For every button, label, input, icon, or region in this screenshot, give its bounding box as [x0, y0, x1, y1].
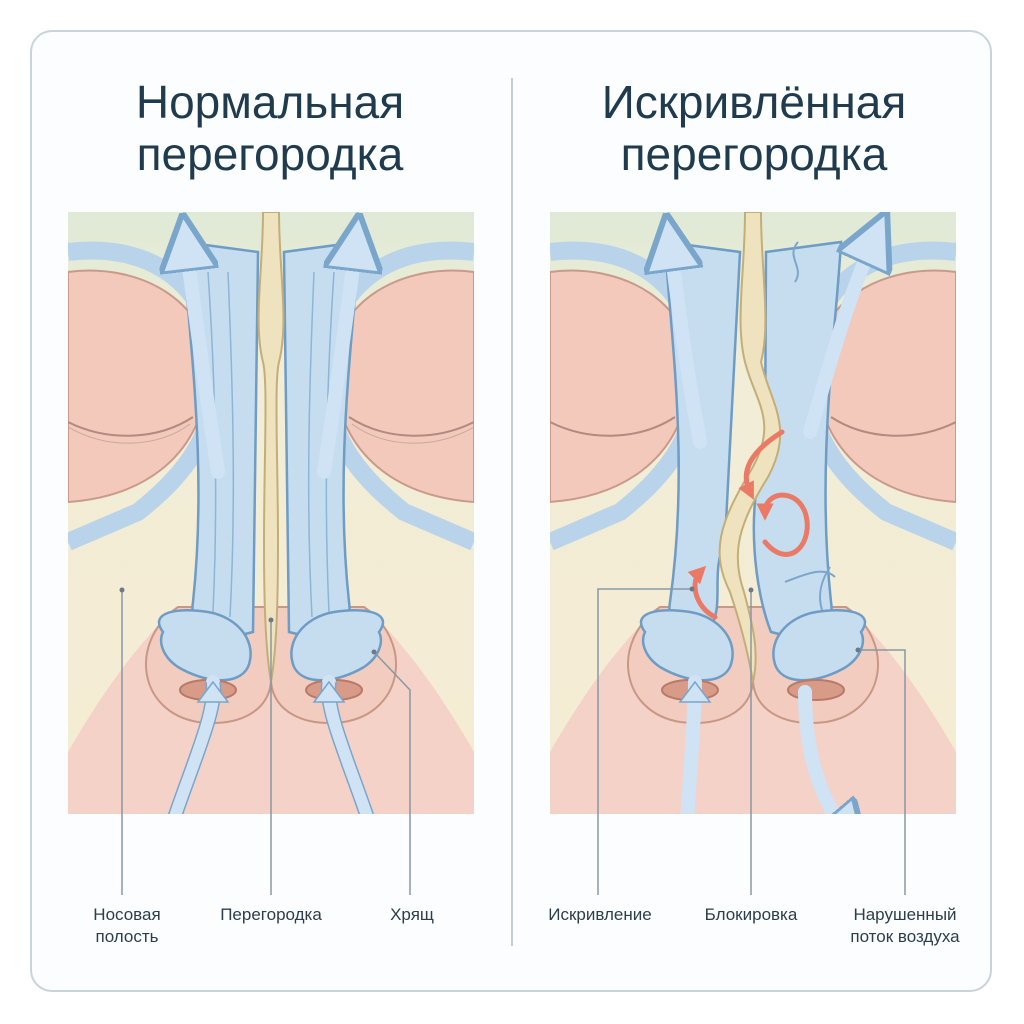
- label-disrupted-airflow-line2: поток воздуха: [850, 927, 960, 946]
- right-alar-cartilage: [290, 608, 385, 682]
- label-nasal-cavity: Носовая полость: [82, 904, 172, 948]
- label-blockage-text: Блокировка: [704, 905, 798, 924]
- inflow-arrowhead-right: [312, 680, 346, 703]
- normal-title-line1: Нормальная: [135, 76, 405, 128]
- small-flow-swirls: [784, 241, 836, 611]
- panel-divider: [511, 78, 513, 946]
- label-disrupted-airflow-line1: Нарушенный: [853, 905, 957, 924]
- label-cartilage: Хрящ: [380, 904, 444, 926]
- label-nasal-cavity-line1: Носовая: [93, 905, 161, 924]
- deviated-nose-illustration: [550, 212, 956, 814]
- right-alar-cartilage: [772, 608, 867, 682]
- label-septum-text: Перегородка: [220, 905, 322, 924]
- turbulence-swirls: [687, 429, 810, 620]
- right-eye-area: [332, 269, 474, 504]
- label-deviation-text: Искривление: [548, 905, 652, 924]
- deviated-septum-title: Искривлённая перегородка: [534, 76, 974, 180]
- label-cartilage-text: Хрящ: [390, 905, 434, 924]
- normal-nose-illustration: [68, 212, 474, 814]
- right-nostril: [787, 679, 845, 701]
- label-nasal-cavity-line2: полость: [95, 927, 159, 946]
- deviated-septum: [718, 212, 782, 683]
- label-septum: Перегородка: [200, 904, 342, 926]
- normal-septum-title: Нормальная перегородка: [50, 76, 490, 180]
- deviated-title-line1: Искривлённая: [601, 76, 907, 128]
- left-alar-cartilage: [157, 608, 252, 682]
- deviated-title-line2: перегородка: [620, 128, 888, 180]
- label-disrupted-airflow: Нарушенный поток воздуха: [830, 904, 980, 948]
- label-deviation: Искривление: [528, 904, 672, 926]
- label-blockage: Блокировка: [688, 904, 814, 926]
- inflow-arrowhead-left: [196, 680, 230, 703]
- normal-title-line2: перегородка: [136, 128, 404, 180]
